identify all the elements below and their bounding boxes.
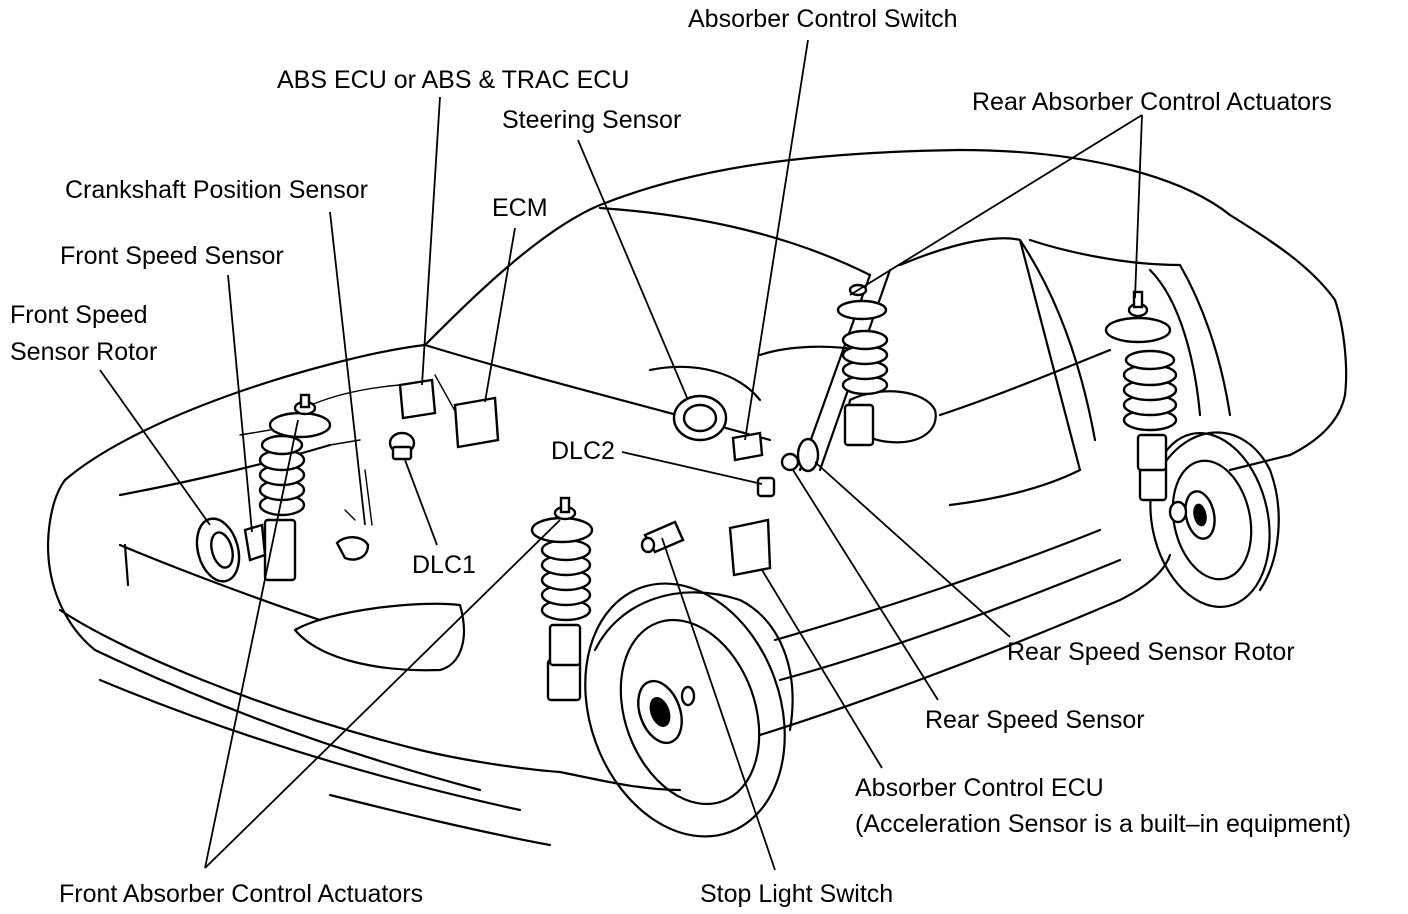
leader-rear-speed-rotor: [814, 461, 1011, 638]
abs-ecu-icon: [398, 378, 437, 420]
leader-abs-ecu: [421, 96, 441, 386]
label-absorber-ecu-line2: (Acceleration Sensor is a built–in equip…: [855, 810, 1351, 838]
leader-dlc2: [621, 451, 763, 485]
absorber-control-switch-icon: [731, 431, 764, 462]
leader-rear-speed-sensor: [792, 469, 939, 701]
leader-absorber-control-switch: [744, 39, 809, 441]
labels: Absorber Control Switch ABS ECU or ABS &…: [10, 5, 1351, 908]
label-rear-speed-sensor: Rear Speed Sensor: [925, 706, 1145, 734]
dlc1-connector-icon: [388, 431, 416, 461]
rear-left-strut-icon: [836, 283, 889, 447]
label-front-absorber-actuators: Front Absorber Control Actuators: [59, 880, 423, 908]
label-abs-ecu: ABS ECU or ABS & TRAC ECU: [277, 66, 629, 94]
leader-dlc1: [404, 459, 438, 546]
leader-rear-absorber-actuator-1: [849, 114, 1143, 296]
label-dlc1: DLC1: [412, 551, 476, 579]
stop-light-switch-icon: [640, 520, 685, 554]
leader-rear-absorber-actuator-2: [1134, 114, 1143, 299]
label-absorber-control-switch: Absorber Control Switch: [688, 5, 958, 33]
leader-stop-light-switch: [661, 537, 776, 871]
leader-front-absorber-actuator-1: [204, 419, 299, 869]
label-front-speed-sensor: Front Speed Sensor: [60, 242, 284, 270]
label-absorber-ecu-line1: Absorber Control ECU: [855, 774, 1104, 802]
dlc2-connector-icon: [756, 476, 776, 498]
rear-speed-sensor-icon: [780, 452, 800, 472]
front-speed-sensor-icon: [243, 523, 267, 562]
label-front-speed-rotor-line1: Front Speed: [10, 301, 148, 329]
rear-speed-sensor-rotor-icon: [796, 437, 820, 473]
leader-ecm: [484, 227, 516, 403]
leader-lines: [99, 39, 1143, 871]
leader-steering-sensor: [577, 139, 689, 401]
steering-sensor-icon: [672, 394, 728, 442]
label-crankshaft-sensor: Crankshaft Position Sensor: [65, 176, 368, 204]
label-rear-absorber-actuators: Rear Absorber Control Actuators: [972, 88, 1332, 116]
absorber-control-ecu-icon: [728, 518, 772, 577]
front-right-strut-icon: [530, 496, 594, 702]
leader-front-absorber-actuator-2: [204, 519, 561, 869]
leader-front-speed-sensor: [227, 274, 253, 533]
label-front-speed-rotor-line2: Sensor Rotor: [10, 338, 157, 366]
label-rear-speed-rotor: Rear Speed Sensor Rotor: [1007, 638, 1295, 666]
label-ecm: ECM: [492, 194, 548, 222]
components: [195, 283, 1188, 707]
label-steering-sensor: Steering Sensor: [502, 106, 681, 134]
leader-absorber-ecu: [761, 569, 883, 769]
leader-front-speed-rotor: [99, 369, 211, 526]
front-left-strut-icon: [258, 393, 332, 582]
leader-crankshaft-sensor: [329, 211, 366, 526]
label-stop-light-switch: Stop Light Switch: [700, 880, 893, 908]
ecm-icon: [453, 396, 500, 449]
car-body-outline: [47, 148, 1348, 847]
rear-right-strut-icon: [1104, 290, 1178, 502]
crankshaft-position-sensor-icon: [335, 536, 370, 561]
label-dlc2: DLC2: [551, 437, 615, 465]
